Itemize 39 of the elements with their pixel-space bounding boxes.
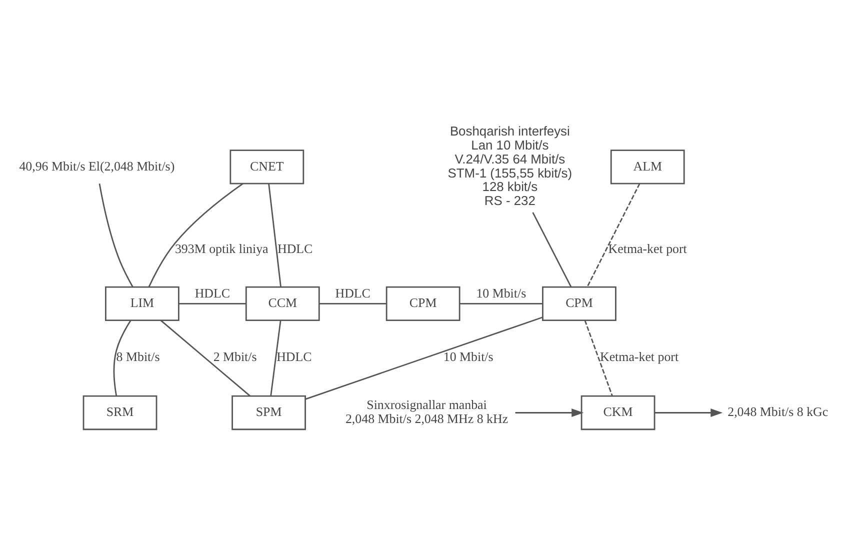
connector: [270, 320, 282, 396]
node-text: Sinxrosignallar manbai 2,048 Mbit/s 2,048 MHz 8 kHz: [345, 396, 508, 426]
node-box: ALM: [610, 149, 685, 184]
edge-label: Ketma-ket port: [600, 348, 679, 364]
node-box: SRM: [82, 394, 158, 430]
edge-label: 10 Mbit/s: [443, 348, 494, 364]
edge-label: 8 Mbit/s: [116, 348, 160, 364]
node-box: LIM: [105, 286, 180, 321]
node-box: CKM: [580, 394, 656, 430]
edge-label: HDLC: [194, 284, 230, 300]
connector: [460, 302, 543, 304]
edge-label: HDLC: [278, 240, 313, 256]
edge-label: 393M optik liniya: [174, 240, 268, 256]
connector: [98, 183, 134, 287]
edge-label: 2 Mbit/s: [213, 348, 257, 364]
arrow: [515, 408, 584, 416]
node-text: 40,96 Mbit/s El(2,048 Mbit/s): [19, 158, 175, 173]
connector: [532, 212, 572, 287]
node-box: SPM: [232, 394, 306, 430]
connector: [584, 320, 613, 396]
node-box: CPM: [542, 286, 616, 321]
connector: [148, 182, 244, 287]
edge-label: HDLC: [276, 348, 312, 364]
connector: [113, 320, 132, 396]
node-box: CNET: [230, 149, 304, 184]
node-box: CCM: [245, 286, 320, 321]
connector: [178, 302, 246, 304]
connector: [268, 183, 282, 286]
edge-label: HDLC: [335, 284, 370, 300]
edge-label: 10 Mbit/s: [476, 284, 526, 300]
connector: [305, 316, 543, 400]
node-box: CPM: [386, 286, 460, 321]
connector: [160, 319, 250, 396]
connector: [319, 302, 386, 304]
connector: [586, 182, 640, 287]
arrow: [654, 408, 723, 416]
edge-label: Ketma-ket port: [608, 240, 687, 256]
node-text: Boshqarish interfeysi Lan 10 Mbit/s V.24/V.35 64 Mbit/s STM-1 (155,55 kbit/s) 128 kbit/s RS - 232: [448, 123, 572, 208]
node-text: 2,048 Mbit/s 8 kGc: [728, 404, 828, 419]
